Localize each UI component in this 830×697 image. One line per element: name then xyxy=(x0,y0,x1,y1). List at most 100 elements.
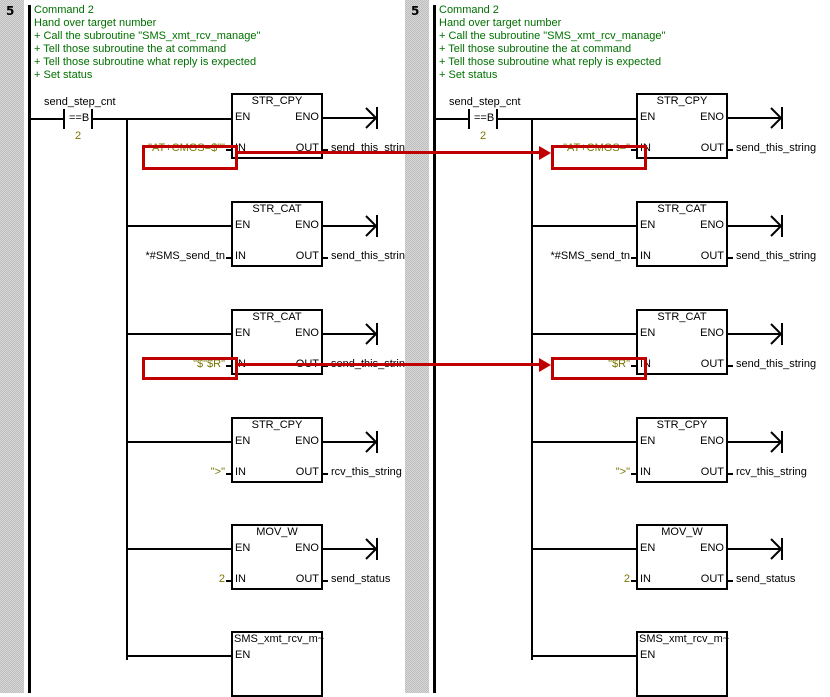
in-operand[interactable]: ">" xyxy=(615,466,630,478)
comment-line: + Set status xyxy=(439,69,498,81)
contact-left-bar[interactable] xyxy=(63,109,65,129)
box-title: STR_CAT xyxy=(657,203,707,215)
in-pin-label: IN xyxy=(640,573,651,585)
in-pin-label: IN xyxy=(640,466,651,478)
in-operand-holder: "$"$R" xyxy=(193,358,225,370)
out-stub xyxy=(728,580,733,582)
out-operand[interactable]: send_this_string xyxy=(331,250,412,262)
comment-line: + Tell those subroutine what reply is ex… xyxy=(439,56,662,68)
eno-wire xyxy=(728,225,780,227)
box-title: MOV_W xyxy=(256,526,298,538)
comment-line: Hand over target number xyxy=(439,17,562,29)
in-stub xyxy=(631,365,636,367)
out-operand[interactable]: rcv_this_string xyxy=(331,466,402,478)
in-stub xyxy=(226,365,231,367)
en-pin-label: EN xyxy=(640,435,656,447)
in-stub xyxy=(631,473,636,475)
out-operand[interactable]: send_this_string xyxy=(736,250,817,262)
eno-wire xyxy=(728,548,780,550)
comparison-arrow-head-icon xyxy=(539,358,551,372)
eno-wire xyxy=(323,225,375,227)
in-pin-label: IN xyxy=(235,573,246,585)
rung-end-icon xyxy=(770,323,783,345)
eno-pin-label: ENO xyxy=(295,435,319,447)
in-operand-holder: 2 xyxy=(219,573,225,585)
box-title: STR_CPY xyxy=(656,419,708,431)
branch-wire xyxy=(531,441,636,443)
out-operand[interactable]: send_status xyxy=(736,573,796,585)
en-pin-label: EN xyxy=(235,649,251,661)
contact-right-bar[interactable] xyxy=(496,109,498,129)
in-stub xyxy=(226,473,231,475)
in-stub xyxy=(631,257,636,259)
power-rail xyxy=(433,5,436,693)
instruction-box-sms-xmt-rcv-m-[interactable]: SMS_xmt_rcv_m~EN xyxy=(231,631,324,697)
out-operand[interactable]: rcv_this_string xyxy=(736,466,807,478)
out-operand[interactable]: send_this_string xyxy=(736,358,817,370)
contact-left-bar[interactable] xyxy=(468,109,470,129)
comparison-arrow-line xyxy=(238,363,539,366)
branch-wire xyxy=(531,655,636,657)
eno-pin-label: ENO xyxy=(700,435,724,447)
out-stub xyxy=(728,257,733,259)
highlight-box-left xyxy=(142,357,238,380)
highlight-box-left xyxy=(142,145,238,170)
comparison-arrow-head-icon xyxy=(539,146,551,160)
in-operand[interactable]: ">" xyxy=(210,466,225,478)
contact-label: send_step_cnt xyxy=(44,96,116,108)
out-stub xyxy=(323,149,328,151)
rung-end-icon xyxy=(770,107,783,129)
branch-wire xyxy=(126,441,231,443)
en-pin-label: EN xyxy=(640,219,656,231)
in-stub xyxy=(631,149,636,151)
comment-line: + Set status xyxy=(34,69,93,81)
contact-operator[interactable]: ==B xyxy=(69,112,90,124)
out-operand[interactable]: send_this_string xyxy=(736,142,817,154)
network-gutter xyxy=(0,0,24,693)
network-number[interactable]: 5 xyxy=(6,4,15,18)
eno-wire xyxy=(323,333,375,335)
out-operand[interactable]: send_status xyxy=(331,573,391,585)
in-operand[interactable]: *#SMS_send_tn xyxy=(145,250,226,262)
eno-pin-label: ENO xyxy=(700,219,724,231)
instruction-box-sms-xmt-rcv-m-[interactable]: SMS_xmt_rcv_m~EN xyxy=(636,631,729,697)
box-title: STR_CAT xyxy=(657,311,707,323)
in-pin-label: IN xyxy=(235,142,246,154)
contact-operator[interactable]: ==B xyxy=(474,112,495,124)
en-pin-label: EN xyxy=(235,542,251,554)
comparison-arrow-line xyxy=(238,151,539,154)
branch-bus xyxy=(126,118,128,660)
comment-line: + Tell those subroutine the at command xyxy=(34,43,227,55)
in-operand[interactable]: "$R" xyxy=(608,358,630,370)
in-operand[interactable]: 2 xyxy=(218,573,225,585)
in-pin-label: IN xyxy=(235,466,246,478)
out-pin-label: OUT xyxy=(700,466,724,478)
eno-wire xyxy=(323,548,375,550)
contact-right-bar[interactable] xyxy=(91,109,93,129)
rung-end-icon xyxy=(770,431,783,453)
comment-line: Command 2 xyxy=(439,4,499,16)
in-operand-holder: *#SMS_send_tn xyxy=(146,250,226,262)
eno-wire xyxy=(728,117,780,119)
comment-line: Hand over target number xyxy=(34,17,157,29)
out-stub xyxy=(323,257,328,259)
in-operand[interactable]: 2 xyxy=(623,573,630,585)
network-number[interactable]: 5 xyxy=(411,4,420,18)
in-operand[interactable]: "$"$R" xyxy=(193,358,225,370)
in-operand[interactable]: *#SMS_send_tn xyxy=(550,250,631,262)
in-operand-holder: 2 xyxy=(624,573,630,585)
box-title: MOV_W xyxy=(661,526,703,538)
branch-wire xyxy=(531,333,636,335)
